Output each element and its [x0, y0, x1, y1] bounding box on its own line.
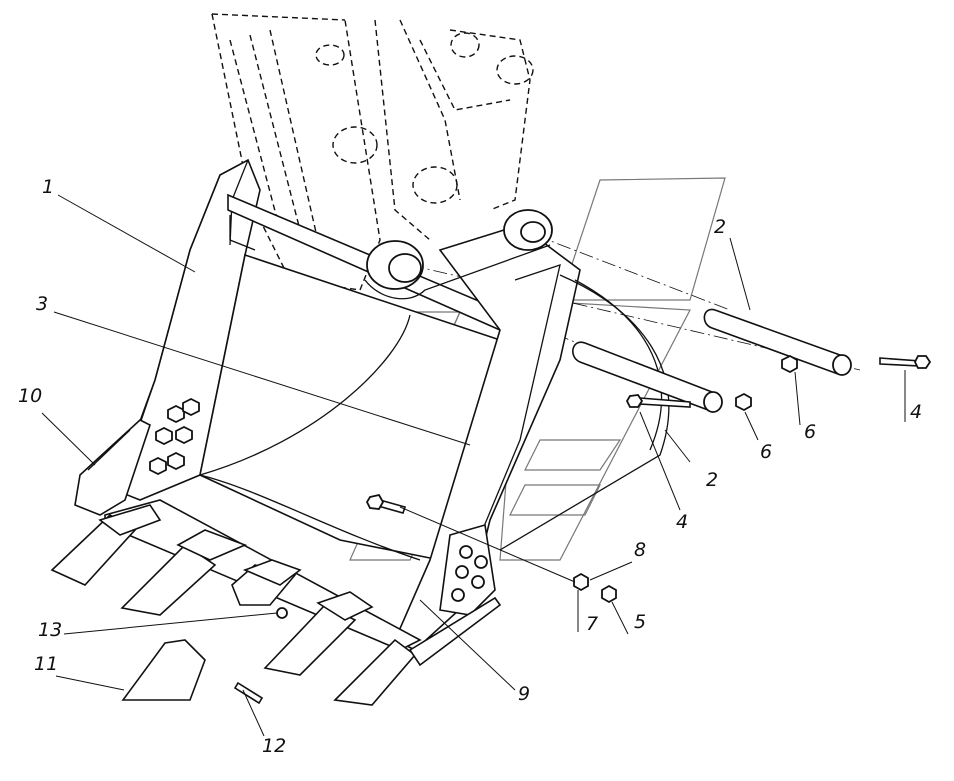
callout-1: 1: [42, 176, 54, 198]
callout-2-upper: 2: [714, 216, 726, 238]
callout-6-right: 6: [804, 421, 816, 443]
callout-7: 7: [586, 613, 598, 635]
callout-8: 8: [634, 539, 646, 561]
callout-labels: 1 2 2 3 4 4 5 6 6 7 8 9 10 11 12 13: [18, 176, 922, 757]
callout-6-left: 6: [760, 441, 772, 463]
loose-hardware: [365, 308, 932, 604]
boom-dashed-outline: [211, 13, 534, 291]
callout-4-right: 4: [910, 401, 922, 423]
callout-13: 13: [38, 619, 62, 641]
callout-11: 11: [34, 653, 58, 675]
callout-9: 9: [518, 683, 530, 705]
leader-lines: [41, 194, 906, 737]
callout-4-middle: 4: [676, 511, 688, 533]
side-bolts-left: [149, 397, 200, 476]
cutting-edge-and-teeth: [50, 499, 502, 706]
callout-2-lower: 2: [706, 469, 718, 491]
callout-12: 12: [262, 735, 286, 757]
side-bolts-right: [451, 545, 488, 602]
bucket-body: [74, 158, 670, 651]
callout-3: 3: [36, 293, 48, 315]
callout-5: 5: [634, 611, 646, 633]
callout-10: 10: [18, 385, 42, 407]
